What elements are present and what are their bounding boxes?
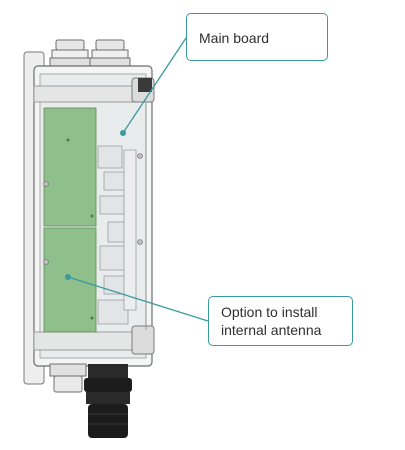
cable-gland-top-right (89, 39, 131, 69)
main-board-callout: Main board (186, 13, 328, 61)
top-cable-glands (49, 39, 131, 69)
pcb-board-upper (43, 107, 97, 227)
cable-gland-bottom-left (49, 363, 87, 393)
cable-gland-top-left (49, 39, 91, 69)
antenna-callout: Option to install internal antenna (208, 296, 353, 346)
leader-lines (67, 37, 209, 322)
main-board-components (97, 145, 137, 325)
leader-dots (65, 130, 126, 280)
leader-antenna (67, 276, 209, 322)
bottom-cable-glands (49, 363, 132, 438)
mounting-screws (43, 153, 143, 265)
pcb-boards (43, 107, 97, 333)
antenna-label-line1: Option to install (221, 304, 318, 320)
leader-main-board (122, 37, 187, 134)
cable-gland-bottom-right-black (84, 364, 132, 438)
main-board-label: Main board (199, 30, 270, 46)
pcb-board-lower (43, 227, 97, 333)
antenna-label-line2: internal antenna (221, 322, 322, 338)
